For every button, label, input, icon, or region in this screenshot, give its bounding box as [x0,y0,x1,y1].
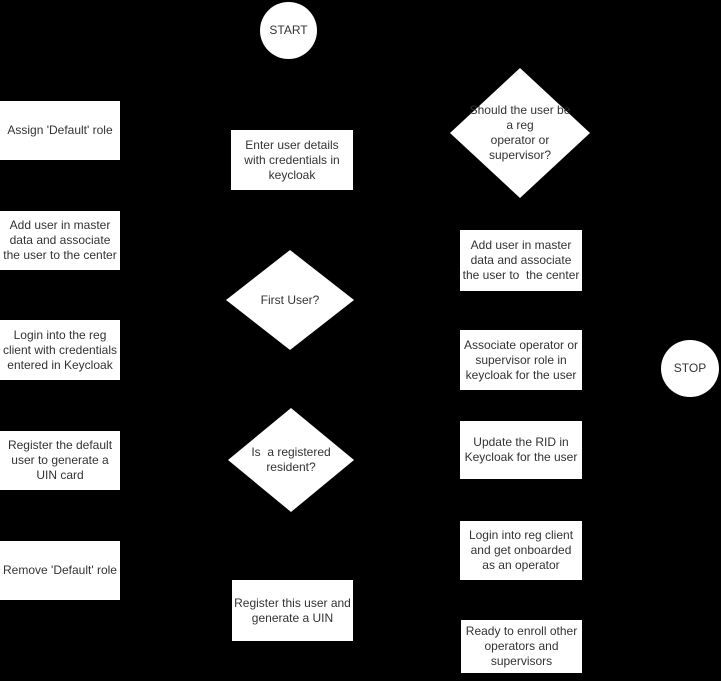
node-register-default-user: Register the default user to generate a … [0,431,120,490]
node-add-user-master-data-left: Add user in master data and associate th… [0,211,120,270]
node-label: Associate operator or supervisor role in… [463,337,579,382]
node-label: Update the RID in Keycloak for the user [464,435,578,464]
node-login-reg-client: Login into the reg client with credentia… [0,320,120,380]
node-label: Login into the reg client with credentia… [2,327,118,372]
stop-node: STOP [661,340,719,397]
node-ready-to-enroll: Ready to enroll other operators and supe… [461,620,582,673]
node-label: Ready to enroll other operators and supe… [465,624,578,668]
node-add-user-master-data-right: Add user in master data and associate th… [460,230,582,291]
node-label: Should the user be a reg operator or sup… [469,103,571,162]
node-enter-user-details: Enter user details with credentials in k… [231,130,353,190]
decision-operator-or-supervisor: Should the user be a reg operator or sup… [450,68,590,198]
node-label: STOP [673,361,707,375]
node-login-onboard-operator: Login into reg client and get onboarded … [460,521,582,580]
node-label: START [269,23,308,37]
node-label: Remove 'Default' role [3,563,117,577]
node-assign-default-role: Assign 'Default' role [0,101,120,160]
node-register-user-generate-uin: Register this user and generate a UIN [232,580,353,641]
node-update-rid: Update the RID in Keycloak for the user [460,421,582,479]
decision-first-user: First User? [226,250,354,350]
node-label: Add user in master data and associate th… [3,218,117,262]
node-label: Register the default user to generate a … [7,438,113,482]
node-label: First User? [260,292,320,307]
start-node: START [260,2,317,59]
node-label: Enter user details with credentials in k… [244,137,340,182]
node-label: Add user in master data and associate th… [462,238,580,282]
node-associate-role: Associate operator or supervisor role in… [460,330,582,390]
node-remove-default-role: Remove 'Default' role [0,541,120,600]
node-label: Assign 'Default' role [7,123,113,137]
node-label: Is a registered resident? [251,445,331,474]
node-label: Register this user and generate a UIN [234,595,351,625]
decision-registered-resident: Is a registered resident? [228,408,354,512]
node-label: Login into reg client and get onboarded … [468,528,574,572]
